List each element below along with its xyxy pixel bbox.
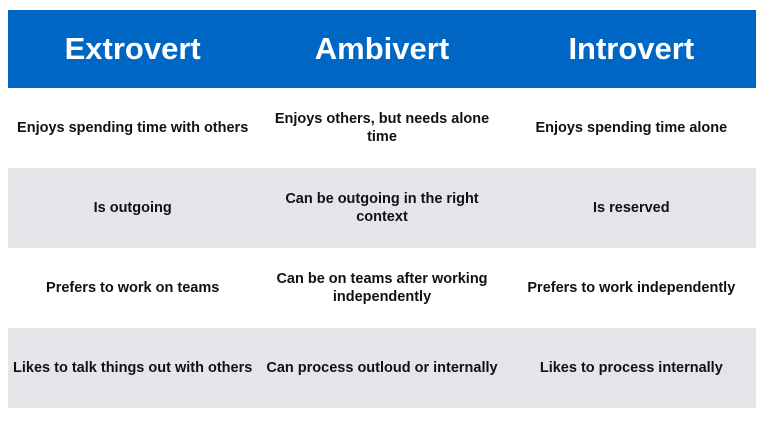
table-row: Enjoys spending time with others Enjoys … xyxy=(8,88,756,168)
table-cell: Can be outgoing in the right context xyxy=(285,191,479,225)
table-header: Extrovert Ambivert Introvert xyxy=(8,10,756,88)
table-cell: Likes to process internally xyxy=(539,360,723,376)
table-row: Likes to talk things out with others Can… xyxy=(8,328,756,408)
table-cell: Enjoys spending time with others xyxy=(17,120,249,136)
personality-comparison-table: Extrovert Ambivert Introvert Enjoys spen… xyxy=(8,10,756,408)
table-row: Prefers to work on teams Can be on teams… xyxy=(8,248,756,328)
table-cell: Prefers to work independently xyxy=(527,280,736,296)
column-header-introvert: Introvert xyxy=(568,31,695,66)
table-cell: Is reserved xyxy=(593,200,670,216)
table-cell: Is outgoing xyxy=(93,200,172,216)
table-cell: Likes to talk things out with others xyxy=(13,360,253,376)
table-cell: Enjoys others, but needs alone time xyxy=(274,111,490,145)
table-cell: Can process outloud or internally xyxy=(266,360,498,376)
table-row: Is outgoing Can be outgoing in the right… xyxy=(8,168,756,248)
column-header-extrovert: Extrovert xyxy=(64,31,201,66)
table-cell: Enjoys spending time alone xyxy=(535,120,728,136)
table-cell: Prefers to work on teams xyxy=(46,280,220,296)
column-header-ambivert: Ambivert xyxy=(314,31,450,66)
table-cell: Can be on teams after working independen… xyxy=(276,271,488,305)
